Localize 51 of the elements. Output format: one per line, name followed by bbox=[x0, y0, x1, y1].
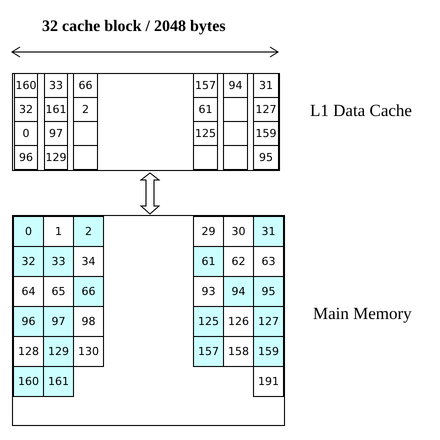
block-number-cell: 61 bbox=[193, 246, 224, 277]
block-number-cell: 159 bbox=[253, 336, 284, 367]
empty-cache-cell bbox=[193, 145, 218, 170]
block-number-cell: 94 bbox=[223, 73, 248, 98]
block-number-cell: 96 bbox=[13, 306, 44, 337]
block-number-cell: 33 bbox=[44, 73, 68, 98]
empty-cache-cell bbox=[223, 121, 248, 146]
block-number-cell: 161 bbox=[44, 97, 68, 122]
block-number-cell: 125 bbox=[193, 306, 224, 337]
block-number-cell: 129 bbox=[43, 336, 74, 367]
block-number-cell: 61 bbox=[193, 97, 218, 122]
block-number-cell: 97 bbox=[43, 306, 74, 337]
block-number-cell: 127 bbox=[253, 97, 279, 122]
block-number-cell: 31 bbox=[253, 216, 284, 247]
block-number-cell: 33 bbox=[43, 246, 74, 277]
block-number-cell: 2 bbox=[73, 216, 104, 247]
block-number-cell: 2 bbox=[73, 97, 98, 122]
empty-cache-cell bbox=[223, 145, 248, 170]
empty-cache-cell bbox=[223, 97, 248, 122]
block-number-cell: 32 bbox=[14, 97, 38, 122]
dimension-label: 32 cache block / 2048 bytes bbox=[42, 18, 226, 36]
block-number-cell: 160 bbox=[13, 366, 44, 397]
block-number-cell: 95 bbox=[253, 145, 279, 170]
empty-cache-cell bbox=[73, 121, 98, 146]
block-number-cell: 95 bbox=[253, 276, 284, 307]
block-number-cell: 130 bbox=[73, 336, 104, 367]
block-number-cell: 0 bbox=[13, 216, 44, 247]
block-number-cell: 0 bbox=[14, 121, 38, 146]
block-number-cell: 125 bbox=[193, 121, 218, 146]
side-label: Main Memory bbox=[313, 304, 412, 324]
block-number-cell: 127 bbox=[253, 306, 284, 337]
empty-cache-cell bbox=[73, 145, 98, 170]
double-arrow bbox=[140, 172, 160, 215]
block-number-cell: 96 bbox=[14, 145, 38, 170]
block-number-cell: 31 bbox=[253, 73, 279, 98]
block-number-cell: 191 bbox=[253, 366, 284, 397]
block-number-cell: 66 bbox=[73, 73, 98, 98]
block-number-cell: 129 bbox=[44, 145, 68, 170]
memory-block-panel bbox=[12, 215, 285, 426]
block-number-cell: 161 bbox=[43, 366, 74, 397]
block-number-cell: 29 bbox=[193, 216, 224, 247]
block-number-cell: 159 bbox=[253, 121, 279, 146]
block-number-cell: 97 bbox=[44, 121, 68, 146]
block-number-cell: 160 bbox=[14, 73, 38, 98]
block-number-cell: 157 bbox=[193, 336, 224, 367]
block-number-cell: 94 bbox=[223, 276, 254, 307]
cache-block-panel bbox=[12, 73, 280, 171]
block-number-cell: 157 bbox=[193, 73, 218, 98]
block-number-cell: 32 bbox=[13, 246, 44, 277]
side-label: L1 Data Cache bbox=[310, 101, 412, 121]
block-number-cell: 66 bbox=[73, 276, 104, 307]
